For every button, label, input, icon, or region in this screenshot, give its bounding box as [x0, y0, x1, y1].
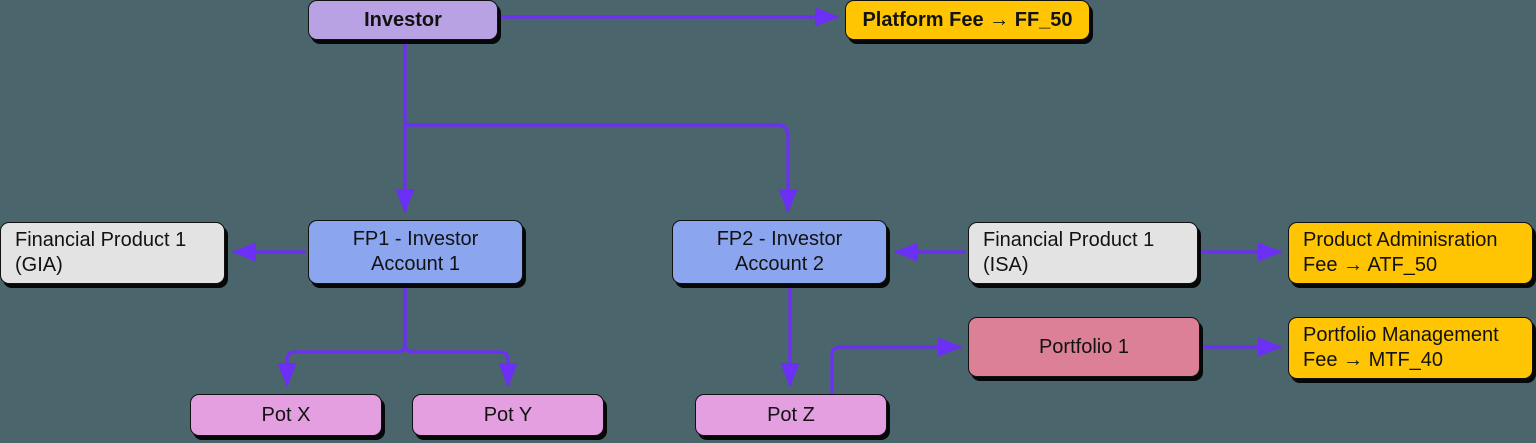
node-fp1_account[interactable]: FP1 - Investor Account 1	[308, 220, 523, 284]
node-label: FP1 - Investor Account 1	[352, 228, 479, 275]
node-label: Portfolio 1	[1038, 335, 1130, 358]
node-label: FP2 - Investor Account 2	[716, 228, 843, 275]
node-mgmt_fee[interactable]: Portfolio Management Fee → MTF_40	[1288, 317, 1533, 379]
node-label: Financial Product 1 (ISA)	[983, 229, 1155, 276]
node-fp1_isa[interactable]: Financial Product 1 (ISA)	[968, 222, 1198, 284]
node-label: Pot X	[261, 403, 311, 426]
node-platform_fee[interactable]: Platform Fee → FF_50	[845, 0, 1090, 40]
edge-fp1_account-to-pot_x	[277, 286, 407, 388]
node-admin_fee[interactable]: Product Adminisration Fee → ATF_50	[1288, 222, 1533, 284]
edge-pot_z-to-portfolio1	[830, 337, 963, 394]
edge-fp1_account-to-pot_y	[403, 286, 518, 388]
edge-investor-to-fp2_account	[405, 123, 798, 214]
node-label: Pot Y	[483, 403, 533, 426]
node-pot_y[interactable]: Pot Y	[412, 394, 604, 436]
node-label: Platform Fee → FF_50	[862, 8, 1073, 31]
node-label: Pot Z	[767, 403, 815, 426]
node-fp1_gia[interactable]: Financial Product 1 (GIA)	[0, 222, 225, 284]
node-label: Financial Product 1 (GIA)	[15, 229, 187, 276]
node-investor[interactable]: Investor	[308, 0, 498, 40]
node-label: Investor	[364, 8, 442, 31]
node-label: Product Adminisration Fee → ATF_50	[1303, 229, 1498, 276]
node-pot_z[interactable]: Pot Z	[695, 394, 887, 436]
node-label: Portfolio Management Fee → MTF_40	[1303, 324, 1499, 371]
node-pot_x[interactable]: Pot X	[190, 394, 382, 436]
node-portfolio1[interactable]: Portfolio 1	[968, 317, 1200, 377]
node-fp2_account[interactable]: FP2 - Investor Account 2	[672, 220, 887, 284]
